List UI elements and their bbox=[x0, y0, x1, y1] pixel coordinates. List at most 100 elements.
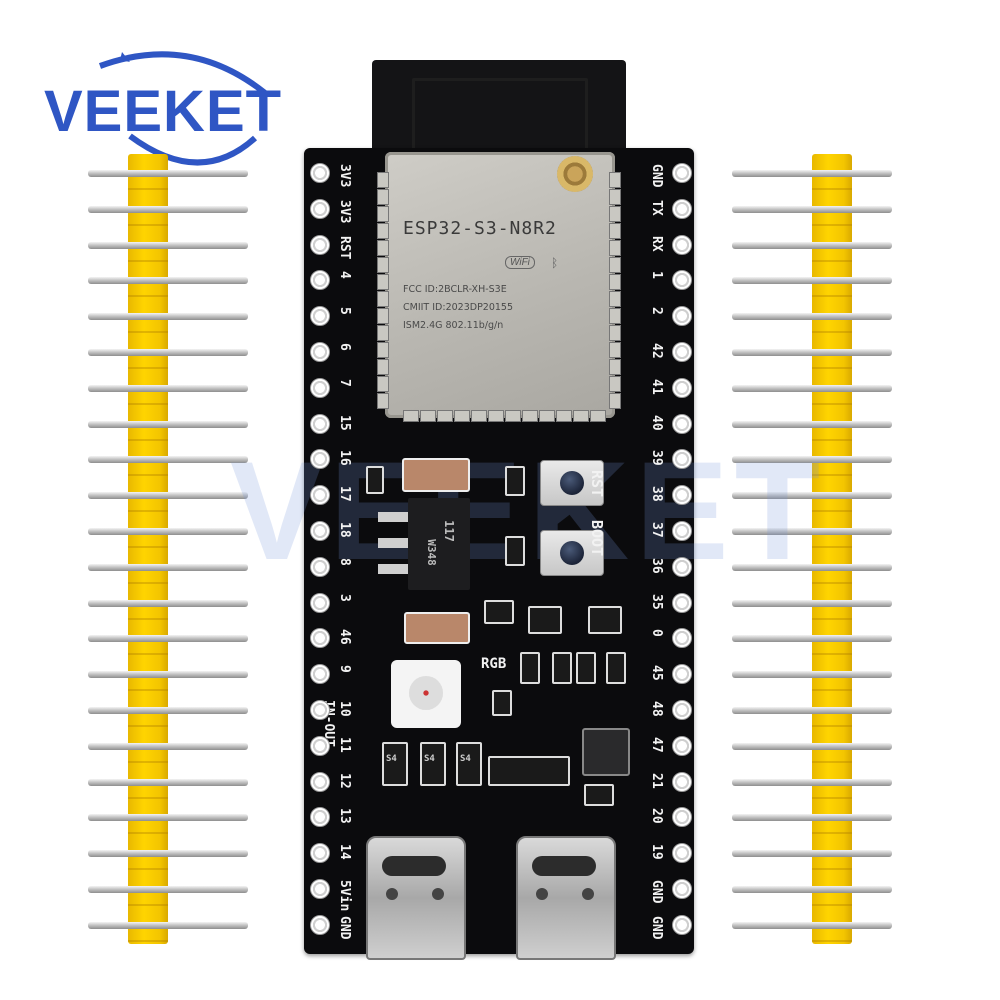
header-segment bbox=[128, 546, 168, 548]
header-pin bbox=[732, 921, 892, 929]
smd-led bbox=[606, 652, 626, 684]
transistor bbox=[588, 606, 622, 634]
header-pin bbox=[732, 456, 892, 464]
right-pin-hole bbox=[672, 664, 692, 685]
header-segment bbox=[812, 510, 852, 513]
module-castellation bbox=[377, 240, 389, 256]
usb-c-port-right[interactable] bbox=[516, 836, 616, 960]
module-castellation bbox=[609, 274, 621, 290]
header-segment bbox=[812, 474, 852, 477]
rgb-label: RGB bbox=[481, 656, 507, 672]
left-pin-hole bbox=[310, 449, 330, 470]
module-castellation bbox=[609, 257, 621, 273]
module-castellation bbox=[403, 410, 419, 422]
capacitor bbox=[404, 612, 470, 644]
header-pin bbox=[732, 635, 892, 643]
button-cap[interactable] bbox=[560, 471, 584, 495]
module-castellation bbox=[377, 291, 389, 307]
header-pin bbox=[88, 528, 248, 535]
right-pin-label: 45 bbox=[649, 665, 664, 681]
header-pin bbox=[732, 313, 892, 321]
left-pin-label: 5Vin bbox=[337, 880, 352, 912]
left-pin-hole bbox=[310, 306, 330, 327]
header-segment bbox=[128, 188, 168, 190]
header-segment bbox=[128, 760, 168, 763]
diode-marking: S4 bbox=[424, 754, 435, 764]
right-pin-hole bbox=[672, 342, 692, 362]
module-castellation bbox=[377, 206, 389, 222]
header-segment bbox=[812, 223, 852, 226]
header-pin bbox=[732, 170, 892, 177]
header-segment bbox=[128, 367, 168, 369]
capacitor bbox=[402, 458, 470, 492]
module-castellation bbox=[609, 342, 621, 358]
right-pin-hole bbox=[672, 735, 692, 756]
right-pin-hole bbox=[672, 914, 692, 935]
button-cap[interactable] bbox=[560, 541, 584, 565]
header-pin bbox=[88, 671, 248, 679]
header-segment bbox=[812, 188, 852, 190]
usb-opening bbox=[532, 856, 596, 876]
usb-mount-hole bbox=[386, 888, 398, 900]
right-pin-label: GND bbox=[649, 915, 664, 940]
right-pin-label: 48 bbox=[649, 701, 664, 717]
header-segment bbox=[128, 653, 168, 656]
header-pin bbox=[88, 814, 248, 822]
module-castellation bbox=[505, 410, 521, 422]
module-title: ESP32-S3-N8R2 bbox=[403, 218, 557, 239]
left-pin-label: 3V3 bbox=[337, 199, 352, 224]
left-pin-hole bbox=[310, 342, 330, 362]
smd-resistor bbox=[366, 466, 384, 494]
header-pin bbox=[88, 349, 248, 356]
module-castellation bbox=[377, 359, 389, 375]
boot-button[interactable] bbox=[540, 530, 604, 576]
left-pin-hole bbox=[310, 556, 330, 577]
header-pin bbox=[732, 241, 892, 249]
header-pin bbox=[732, 742, 892, 750]
right-pin-hole bbox=[672, 413, 692, 434]
header-plastic bbox=[128, 154, 168, 944]
header-pin bbox=[732, 420, 892, 428]
regulator-marking-top: 117 bbox=[441, 520, 456, 542]
right-pin-label: 38 bbox=[649, 486, 664, 502]
right-pin-hole bbox=[672, 163, 692, 183]
header-pin bbox=[732, 528, 892, 535]
header-segment bbox=[128, 438, 168, 441]
bluetooth-icon: ᛒ bbox=[551, 256, 559, 270]
module-fcc: FCC ID:2BCLR-XH-S3E bbox=[403, 284, 507, 295]
header-segment bbox=[812, 438, 852, 441]
right-pin-label: 39 bbox=[649, 450, 664, 467]
left-pin-hole bbox=[310, 700, 330, 720]
left-pin-hole bbox=[310, 592, 330, 613]
module-castellation bbox=[609, 223, 621, 239]
header-pin bbox=[732, 563, 892, 571]
regulator-pin bbox=[378, 564, 408, 574]
module-castellation bbox=[609, 291, 621, 307]
module-castellation bbox=[590, 410, 606, 422]
right-pin-hole bbox=[672, 556, 692, 577]
left-pin-label: 9 bbox=[337, 665, 352, 674]
left-pin-label: 3V3 bbox=[337, 164, 352, 188]
module-castellation bbox=[609, 393, 621, 409]
left-pin-hole bbox=[310, 377, 330, 398]
right-pin-hole bbox=[672, 628, 692, 649]
header-pin bbox=[88, 205, 248, 213]
diode: S4 bbox=[420, 742, 446, 786]
module-castellation bbox=[377, 342, 389, 358]
left-pin-label: 4 bbox=[337, 271, 352, 280]
ufl-connector bbox=[557, 156, 593, 192]
right-pin-label: 41 bbox=[649, 378, 664, 395]
usb-c-port-left[interactable] bbox=[366, 836, 466, 960]
left-pin-label: 13 bbox=[337, 808, 352, 825]
left-pin-hole bbox=[310, 485, 330, 506]
voltage-regulator: 117 W348 bbox=[378, 498, 470, 590]
right-pin-hole bbox=[672, 843, 692, 864]
left-pin-label: 3 bbox=[337, 593, 352, 602]
header-pin bbox=[88, 599, 248, 607]
right-pin-hole bbox=[672, 485, 692, 506]
rst-button[interactable] bbox=[540, 460, 604, 506]
regulator-pin bbox=[378, 538, 408, 548]
header-segment bbox=[812, 689, 852, 692]
right-pin-hole bbox=[672, 771, 692, 792]
header-pin bbox=[732, 492, 892, 500]
